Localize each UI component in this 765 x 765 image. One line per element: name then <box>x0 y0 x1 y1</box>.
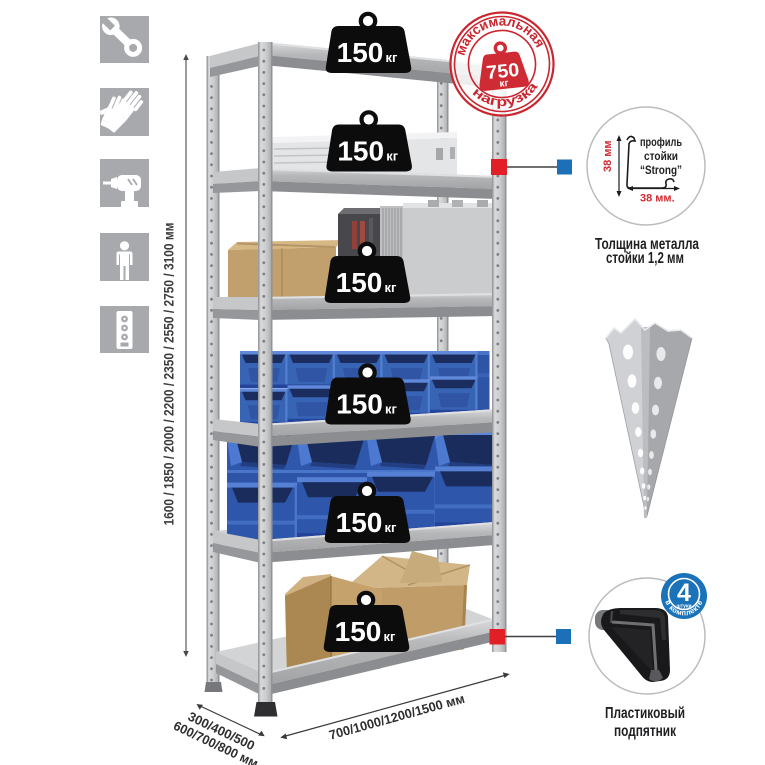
svg-text:“Strong”: “Strong” <box>640 163 682 177</box>
svg-text:1600 / 1850 / 2000 / 2200 / 23: 1600 / 1850 / 2000 / 2200 / 2350 / 2550 … <box>161 223 177 526</box>
svg-text:стойки 1,2 мм: стойки 1,2 мм <box>606 250 684 267</box>
svg-text:Толщина металла: Толщина металла <box>595 236 699 253</box>
svg-text:38 мм.: 38 мм. <box>640 193 675 205</box>
svg-text:кг: кг <box>499 78 509 90</box>
svg-text:профиль: профиль <box>640 135 682 149</box>
svg-text:38 мм: 38 мм <box>602 140 614 172</box>
svg-text:750: 750 <box>485 60 520 84</box>
svg-text:подпятник: подпятник <box>614 723 677 740</box>
svg-text:Пластиковый: Пластиковый <box>605 705 685 722</box>
svg-text:стойки: стойки <box>644 149 678 163</box>
svg-text:штуки: штуки <box>676 604 691 610</box>
svg-text:4: 4 <box>677 579 691 607</box>
